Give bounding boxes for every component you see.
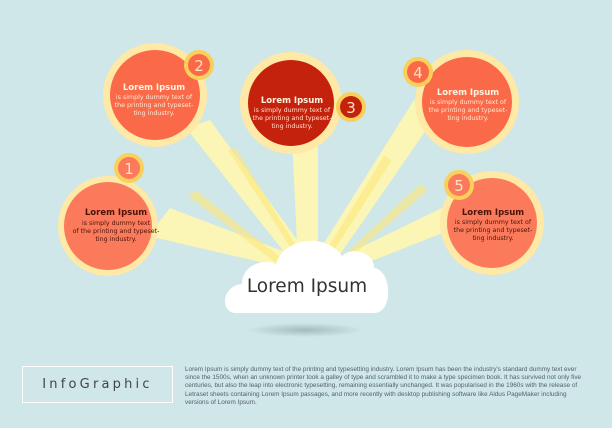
node-1-body-line-3: ting industry. [95, 236, 136, 243]
node-4-circle [422, 57, 512, 147]
node-2-title: Lorem Ipsum [123, 83, 185, 93]
node-2-circle [110, 50, 200, 140]
node-4-body-line-1: is simply dummy text of [430, 99, 507, 106]
ray-streak [318, 156, 392, 266]
node-1-body-line-2: of the printing and typeset- [73, 228, 160, 235]
node-5-badge-inner [448, 174, 470, 196]
node-3-badge-inner [340, 96, 362, 118]
node-1-body-line-1: is simply dummy text [82, 220, 151, 227]
node-3-circle [248, 60, 334, 146]
node-1-circle [64, 182, 152, 270]
node-4-title: Lorem Ipsum [437, 88, 499, 98]
node-3-title: Lorem Ipsum [261, 96, 323, 106]
cloud-shadow [247, 323, 363, 337]
cloud-shape [225, 240, 389, 313]
node-5: 5 Lorem Ipsum is simply dummy text of th… [440, 170, 544, 275]
node-5-circle [447, 178, 537, 268]
ray-streak [330, 184, 428, 270]
center-cloud: Lorem Ipsum [225, 240, 389, 313]
footer-title: InfoGraphic [22, 366, 173, 403]
node-3-number: 3 [346, 99, 356, 117]
node-5-body-line-3: ting industry. [472, 235, 513, 242]
ray-streak [228, 148, 306, 262]
center-label: Lorem Ipsum [247, 276, 367, 297]
node-5-body-line-1: is simply dummy text of [455, 219, 532, 226]
node-1-title: Lorem Ipsum [85, 208, 147, 218]
node-2-number: 2 [194, 57, 204, 75]
node-1-badge-inner [118, 157, 140, 179]
node-5-number: 5 [454, 177, 464, 195]
node-4-badge-inner [407, 61, 429, 83]
node-3-body-line-2: the printing and typeset- [253, 115, 332, 122]
node-2-body-line-3: ting industry. [133, 110, 174, 117]
footer-text: Lorem Ipsum is simply dummy text of the … [185, 366, 582, 406]
node-4: 4 Lorem Ipsum is simply dummy text of th… [403, 50, 519, 154]
ray-streak [188, 190, 286, 266]
node-5-body-line-2: the printing and typeset- [454, 227, 533, 234]
ray-3 [292, 138, 318, 262]
node-3-body-line-1: is simply dummy text of [254, 107, 331, 114]
node-1: 1 Lorem Ipsum is simply dummy text of th… [58, 153, 159, 276]
node-2-body-line-1: is simply dummy text of [116, 94, 193, 101]
node-4-body-line-2: the printing and typeset- [429, 107, 508, 114]
node-1-number: 1 [124, 160, 134, 178]
node-2: 2 Lorem Ipsum is simply dummy text of th… [103, 43, 214, 147]
node-4-number: 4 [413, 64, 423, 82]
node-2-badge-inner [188, 54, 210, 76]
node-3-body-line-3: ting industry. [271, 123, 312, 130]
node-2-body-line-2: the printing and typeset- [115, 102, 194, 109]
node-4-body-line-3: ting industry. [447, 115, 488, 122]
node-3: 3 Lorem Ipsum is simply dummy text of th… [240, 52, 366, 154]
node-5-title: Lorem Ipsum [462, 208, 524, 218]
